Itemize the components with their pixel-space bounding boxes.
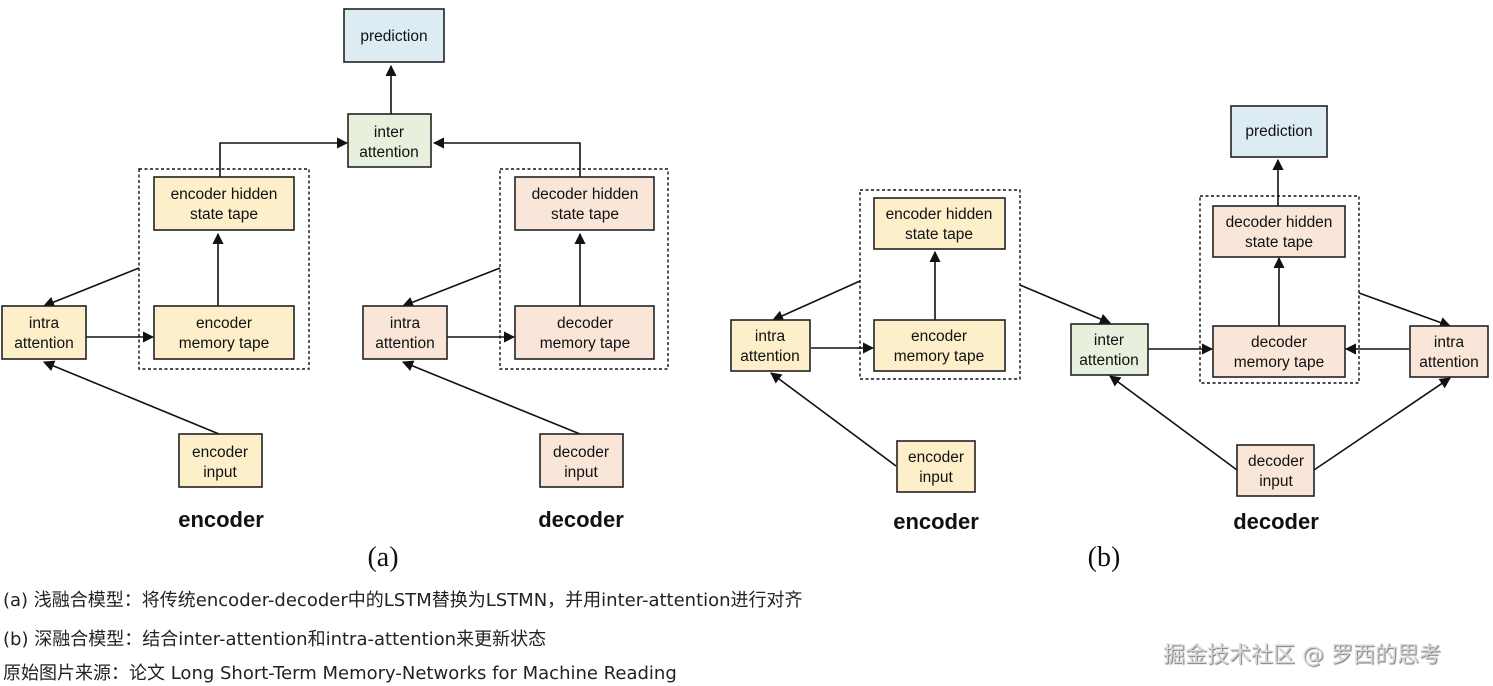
edge-enc-group-to-intra-a [42,267,140,308]
enc-input-label-2: input [203,464,237,481]
decoder-hidden-state-tape-node-b: decoder hidden state tape [1212,205,1346,258]
inter-attention-node-b: inter attention [1070,323,1149,376]
decoder-group-label-a: decoder [538,507,624,532]
decoder-lstmn-group-a [499,168,669,370]
inter-attention-label-2: attention [359,144,418,161]
edge-enc-input-to-intra-a [42,360,220,435]
panel-b: prediction encoder hidden state tape enc… [730,105,1489,573]
dec-intra-label-1: intra [390,315,421,332]
caption-source: 原始图片来源：论文 Long Short-Term Memory-Network… [3,663,677,684]
edge-dec-group-to-intra-a [401,267,501,308]
dec-hidden-label-1: decoder hidden [532,186,639,203]
prediction-label: prediction [360,28,427,45]
decoder-input-node-b: decoder input [1236,444,1315,497]
inter-attention-node-a: inter attention [347,113,432,168]
inter-attention-label-2: attention [1079,352,1138,369]
encoder-group-label-a: encoder [178,507,264,532]
decoder-group-label-b: decoder [1233,509,1319,534]
enc-hidden-label-2: state tape [905,226,973,243]
edge-dec-input-to-inter-b [1109,375,1238,471]
dec-intra-label-2: attention [375,335,434,352]
dec-memory-label-1: decoder [1251,334,1307,351]
edge-dec-group-to-intra-b [1358,292,1452,328]
edge-enc-input-to-intra-b [770,372,897,467]
enc-input-label-1: encoder [908,449,964,466]
prediction-node-a: prediction [343,8,445,63]
enc-intra-label-1: intra [755,328,786,345]
panel-a: prediction inter attention encoder hidde… [1,8,669,573]
encoder-lstmn-group-b [859,189,1021,380]
edge-dec-hidden-to-inter-a [432,137,581,177]
dec-memory-label-2: memory tape [540,335,630,352]
dec-intra-label-1: intra [1434,334,1465,351]
enc-memory-label-2: memory tape [179,335,269,352]
enc-memory-label-1: encoder [911,328,967,345]
dec-hidden-label-2: state tape [1245,234,1313,251]
enc-hidden-label-2: state tape [190,206,258,223]
edge-dec-input-to-intra-b [1313,377,1451,471]
decoder-hidden-state-tape-node-a: decoder hidden state tape [514,176,655,231]
encoder-memory-tape-node-b: encoder memory tape [873,319,1006,372]
inter-attention-label-1: inter [1094,332,1124,349]
enc-intra-label-1: intra [29,315,60,332]
edge-enc-group-to-inter-b [1019,284,1112,325]
dec-input-label-1: decoder [1248,453,1304,470]
enc-input-label-2: input [919,469,953,486]
dec-intra-label-2: attention [1419,354,1478,371]
decoder-memory-tape-node-b: decoder memory tape [1212,325,1346,378]
dec-memory-label-2: memory tape [1234,354,1324,371]
enc-hidden-label-1: encoder hidden [171,186,278,203]
caption-b: (b) 深融合模型：结合inter-attention和intra-attent… [3,629,547,650]
watermark: 掘金技术社区 @ 罗西的思考 [1163,643,1441,668]
decoder-lstmn-group-b [1199,195,1360,384]
encoder-memory-tape-node-a: encoder memory tape [153,305,295,360]
decoder-intra-attention-node-b: intra attention [1409,325,1489,378]
enc-hidden-label-1: encoder hidden [886,206,993,223]
encoder-hidden-state-tape-node-a: encoder hidden state tape [153,176,295,231]
enc-memory-label-2: memory tape [894,348,984,365]
encoder-hidden-state-tape-node-b: encoder hidden state tape [873,197,1006,250]
dec-input-label-1: decoder [553,444,609,461]
lstmn-diagram: prediction inter attention encoder hidde… [1,8,1489,573]
encoder-input-node-a: encoder input [178,433,263,488]
dec-input-label-2: input [564,464,598,481]
edge-enc-hidden-to-inter-a [219,137,349,177]
decoder-input-node-a: decoder input [539,433,624,488]
edge-enc-group-to-intra-b [771,280,861,321]
enc-intra-label-2: attention [740,348,799,365]
encoder-intra-attention-node-a: intra attention [1,305,87,360]
panel-a-label: (a) [367,542,398,573]
dec-memory-label-1: decoder [557,315,613,332]
encoder-lstmn-group-a [138,168,310,370]
caption-a: (a) 浅融合模型：将传统encoder-decoder中的LSTM替换为LST… [3,590,803,611]
dec-hidden-label-1: decoder hidden [1226,214,1333,231]
encoder-group-label-b: encoder [893,509,979,534]
encoder-input-node-b: encoder input [896,440,976,493]
dec-input-label-2: input [1259,473,1293,490]
decoder-intra-attention-node-a: intra attention [362,305,448,360]
prediction-node-b: prediction [1230,105,1328,158]
encoder-intra-attention-node-b: intra attention [730,319,811,372]
enc-input-label-1: encoder [192,444,248,461]
enc-intra-label-2: attention [14,335,73,352]
prediction-label: prediction [1245,123,1312,140]
enc-memory-label-1: encoder [196,315,252,332]
inter-attention-label-1: inter [374,124,404,141]
edge-dec-input-to-intra-a [401,360,581,435]
dec-hidden-label-2: state tape [551,206,619,223]
decoder-memory-tape-node-a: decoder memory tape [514,305,655,360]
panel-b-label: (b) [1088,542,1121,573]
